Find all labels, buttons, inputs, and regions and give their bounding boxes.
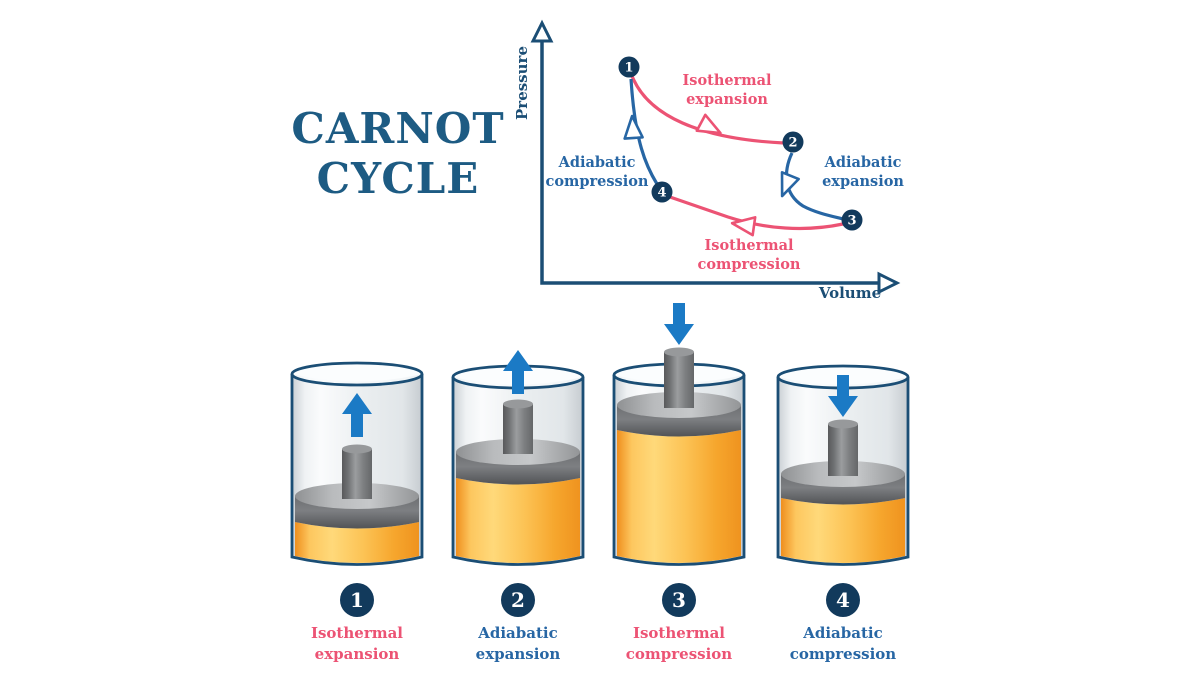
state-point-1-number: 1: [624, 61, 633, 76]
gas-volume: [617, 430, 741, 563]
x-axis-label: Volume: [818, 284, 881, 302]
page-title: CARNOT CYCLE: [258, 104, 538, 204]
curve-isothermal-compression: [669, 195, 844, 231]
title-line-2: CYCLE: [316, 154, 480, 203]
glass-outline: [612, 375, 746, 566]
stage-number-badge: 3: [662, 583, 696, 617]
svg-text:compression: compression: [546, 173, 649, 190]
state-point-1: 1: [618, 56, 640, 78]
cylinder-3-illustration: [612, 303, 746, 566]
stage-1: 1 Isothermal expansion: [272, 300, 442, 665]
piston-rod-top: [828, 419, 858, 429]
x-axis-arrowhead-icon: [877, 271, 901, 295]
curve-isothermal-expansion: [630, 75, 785, 145]
arrowhead-isothermal-expansion-icon: [695, 113, 722, 135]
label-isothermal-expansion: Isothermal expansion: [683, 72, 772, 108]
arrowhead-isothermal-compression-icon: [730, 216, 757, 237]
svg-text:expansion: expansion: [822, 173, 904, 190]
gas-volume: [781, 498, 905, 563]
axes-lines: [540, 40, 880, 285]
label-isothermal-compression: Isothermal compression: [698, 237, 801, 273]
state-point-3-number: 3: [847, 214, 856, 229]
cylinder-4-illustration: [776, 364, 910, 566]
svg-text:Adiabatic: Adiabatic: [824, 154, 902, 171]
svg-text:Isothermal: Isothermal: [705, 237, 794, 254]
piston-down-arrow-icon: [828, 375, 858, 417]
arrowhead-adiabatic-expansion-icon: [780, 170, 801, 198]
pressure-volume-diagram: Pressure Volume 1 2 3 4: [513, 19, 904, 302]
cylinder-2-illustration: [451, 350, 585, 566]
stage-4: 4 Adiabatic compression: [758, 300, 928, 665]
stage-2: 2 Adiabatic expansion: [433, 300, 603, 665]
piston-up-arrow-icon: [342, 393, 372, 437]
state-point-2-number: 2: [788, 136, 797, 151]
piston-rod: [828, 424, 858, 476]
stage-number-badge: 2: [501, 583, 535, 617]
stage-label: Adiabatic compression: [789, 624, 897, 663]
stage-3: 3 Isothermal compression: [594, 300, 764, 665]
svg-text:expansion: expansion: [686, 91, 768, 108]
state-point-3: 3: [841, 209, 863, 231]
y-axis-arrowhead-icon: [530, 19, 554, 43]
stage-label: Isothermal expansion: [310, 624, 404, 663]
piston-down-arrow-icon: [664, 303, 694, 345]
cylinder-1-illustration: [290, 361, 424, 566]
stage-label: Isothermal compression: [625, 624, 733, 663]
piston-up-arrow-icon: [503, 350, 533, 394]
glass-outline: [776, 377, 910, 566]
svg-text:compression: compression: [698, 256, 801, 273]
label-adiabatic-compression: Adiabatic compression: [546, 154, 649, 190]
piston-rod-top: [503, 399, 533, 409]
stage-number-badge: 4: [826, 583, 860, 617]
piston-rod-top: [342, 444, 372, 454]
svg-text:Adiabatic: Adiabatic: [558, 154, 636, 171]
y-axis-label: Pressure: [513, 46, 531, 120]
piston-rod: [342, 449, 372, 499]
state-point-2: 2: [782, 131, 804, 153]
arrowhead-adiabatic-compression-icon: [623, 114, 644, 140]
glass-outline: [451, 377, 585, 566]
state-point-4: 4: [651, 181, 673, 203]
curve-adiabatic-expansion: [785, 152, 844, 221]
glass-rim: [290, 361, 424, 387]
piston-rod-top: [664, 347, 694, 357]
piston-rod: [664, 352, 694, 408]
curve-adiabatic-compression: [629, 78, 659, 185]
label-adiabatic-expansion: Adiabatic expansion: [822, 154, 904, 190]
gas-volume: [295, 522, 419, 563]
stage-number-badge: 1: [340, 583, 374, 617]
svg-text:Isothermal: Isothermal: [683, 72, 772, 89]
title-line-1: CARNOT: [291, 104, 505, 153]
gas-volume: [456, 478, 580, 563]
glass-outline: [290, 374, 424, 566]
state-point-4-number: 4: [657, 186, 666, 201]
piston-rod: [503, 404, 533, 454]
stage-label: Adiabatic expansion: [475, 624, 561, 663]
